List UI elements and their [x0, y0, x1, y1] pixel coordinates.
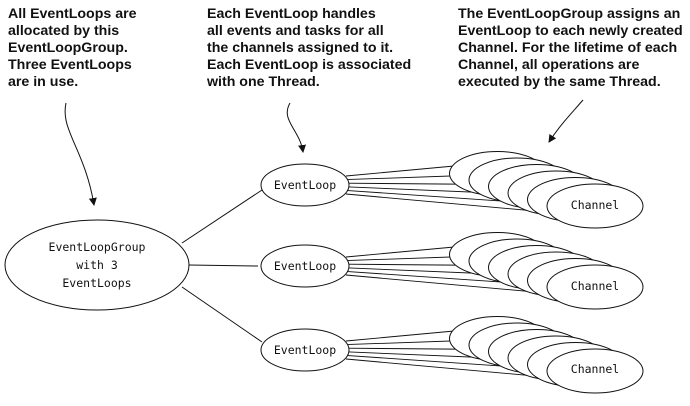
channel-link-2-1 — [345, 246, 460, 258]
group-label-line-3: EventLoops — [62, 276, 131, 290]
event-loop-cluster-2: EventLoop Channel — [260, 232, 644, 310]
channel-label-3: Channel — [571, 362, 619, 376]
channel-stack-2 — [345, 232, 644, 310]
event-loop-node-3: EventLoop — [260, 328, 350, 372]
channel-link-3-1 — [345, 330, 460, 342]
annotation-channel-assignment: The EventLoopGroup assigns an EventLoop … — [458, 6, 683, 90]
callout-arrow-group — [64, 102, 97, 206]
event-loop-cluster-1: EventLoop Channel — [260, 151, 644, 229]
group-label-line-1: EventLoopGroup — [49, 240, 146, 254]
channel-stack-1 — [345, 151, 644, 229]
channel-link-1-1 — [345, 165, 460, 177]
channel-node-1-6 — [546, 183, 644, 229]
event-loop-group-node: EventLoopGroup with 3 EventLoops — [4, 219, 190, 311]
event-loop-node-2: EventLoop — [260, 244, 350, 288]
connector-group-to-loop-2 — [188, 264, 259, 267]
channel-link-1-6 — [345, 193, 558, 214]
group-label-line-2: with 3 — [76, 258, 118, 272]
channel-link-2-6 — [345, 274, 558, 295]
channel-label-1: Channel — [571, 198, 619, 212]
connector-group-to-loop-1 — [181, 189, 263, 244]
callout-arrow-eventloop — [286, 102, 307, 153]
callout-arrow-channels — [548, 99, 584, 143]
channel-node-3-6 — [546, 348, 644, 394]
event-loop-cluster-3: EventLoop Channel — [260, 316, 644, 394]
event-loop-label-2: EventLoop — [274, 259, 336, 273]
annotation-allocation: All EventLoops are allocated by this Eve… — [8, 6, 137, 90]
annotation-event-handling: Each EventLoop handles all events and ta… — [207, 6, 412, 90]
event-loop-label-1: EventLoop — [274, 178, 336, 192]
event-loop-node-1: EventLoop — [260, 163, 350, 207]
event-loop-label-3: EventLoop — [274, 343, 336, 357]
channel-node-2-6 — [546, 264, 644, 310]
channel-label-2: Channel — [571, 279, 619, 293]
connector-group-to-loop-3 — [181, 286, 263, 343]
channel-link-3-6 — [345, 358, 558, 379]
channel-stack-3 — [345, 316, 644, 394]
